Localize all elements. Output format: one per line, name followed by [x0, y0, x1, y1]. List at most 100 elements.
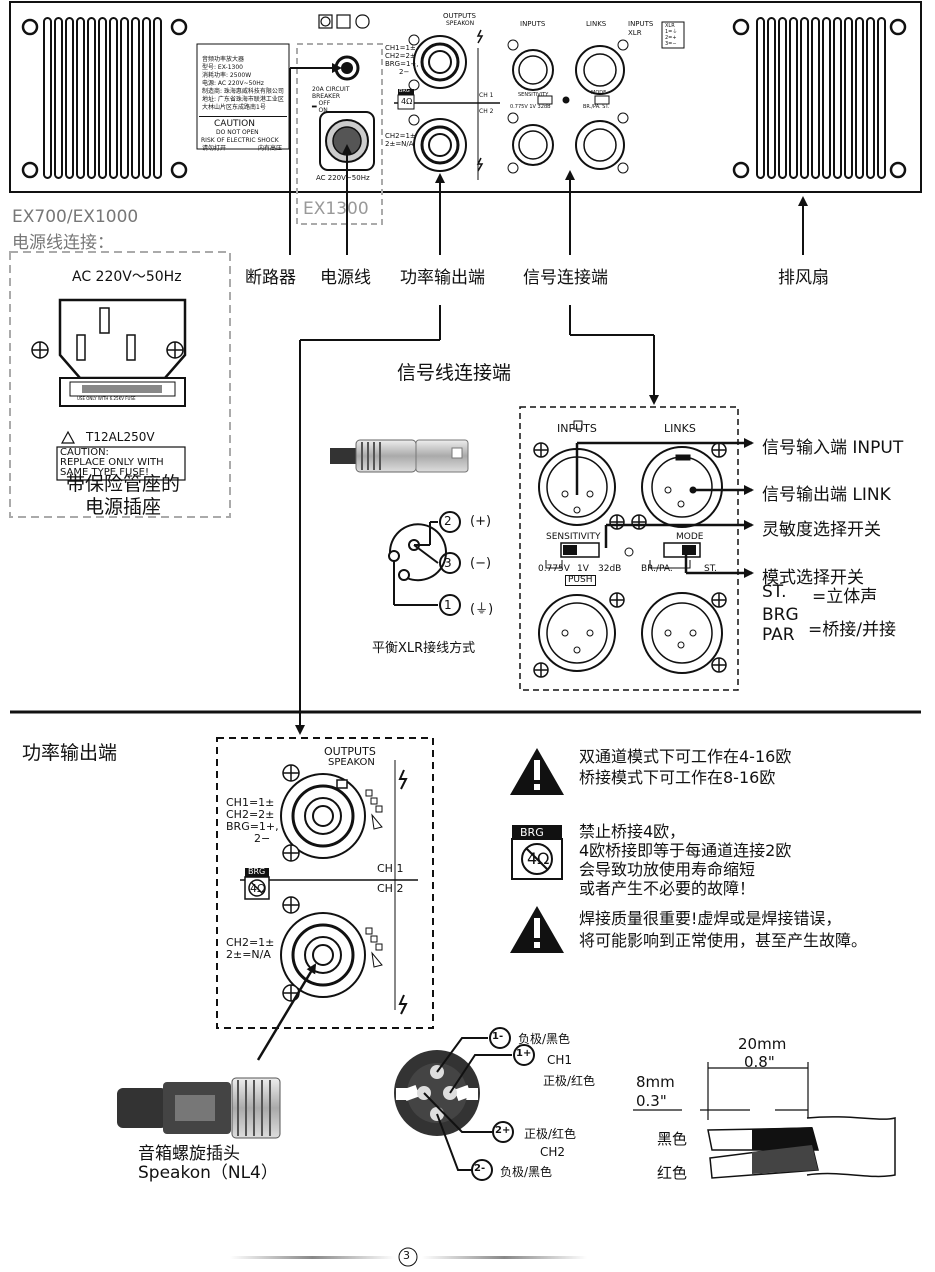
ps-ch2: CH 2	[377, 882, 404, 895]
model-ex1300: EX1300	[303, 199, 369, 219]
annot-st-val: =立体声	[812, 587, 878, 607]
ps-ch2-wiring: CH2=1±2±=N/A	[226, 936, 275, 961]
ac-label: AC 220V~50Hz	[316, 174, 370, 182]
wire-black: 黑色	[657, 1130, 688, 1148]
iec-socket	[58, 298, 187, 407]
xlr-pin-diagram	[388, 511, 461, 616]
warning-1: 双通道模式下可工作在4-16欧桥接模式下可工作在8-16欧	[579, 747, 792, 787]
nl4-ch1: CH1	[547, 1053, 573, 1067]
pin-2: 2	[444, 514, 452, 528]
brg-badge-label: BRG	[520, 826, 544, 839]
wire-08in: 0.8"	[744, 1053, 775, 1071]
nl4-pin-diagram	[394, 1050, 480, 1136]
nl4-m2-text: 负极/黑色	[500, 1165, 553, 1179]
panel-brg: BRG	[399, 88, 410, 94]
nl4-ch2: CH2	[540, 1145, 566, 1159]
panel-ch1-wiring: CH1=1±CH2=2± BRG=1+,2−	[385, 44, 419, 76]
callout-breaker: 断路器	[245, 268, 296, 288]
detail-sens-v3: 32dB	[598, 564, 622, 574]
pin-1: 1	[444, 598, 452, 612]
detail-mode-v2: ST.	[704, 564, 718, 574]
panel-ch1: CH 1	[479, 92, 494, 99]
ps-brg: BRG	[248, 867, 266, 876]
detail-push: PUSH	[565, 575, 596, 586]
wire-diagram	[633, 1062, 809, 1120]
warning-triangle-2	[510, 906, 564, 953]
panel-4ohm: 4Ω	[401, 97, 413, 106]
callout-power-out: 功率输出端	[400, 268, 485, 288]
panel-mode-values: BR./PA. ST.	[583, 104, 610, 110]
detail-sens-v1: 0.775V	[538, 564, 570, 574]
callout-fan: 排风扇	[778, 268, 829, 288]
detail-sensitivity: SENSITIVITY	[546, 532, 601, 542]
pin-1-label: (⏚)	[470, 602, 494, 617]
detail-sens-v2: 1V	[577, 564, 589, 574]
annot-brg-key: BRG	[762, 605, 799, 625]
wire-03in: 0.3"	[636, 1092, 667, 1110]
annot-brg-val: =桥接/并接	[808, 620, 896, 640]
caution-line2: RISK OF ELECTRIC SHOCK	[201, 137, 279, 144]
pin-3: 3	[444, 556, 452, 570]
panel-speakon-ch2	[408, 114, 467, 172]
nl4-p1: 1+	[516, 1048, 532, 1059]
nl4-p2-text: 正极/红色	[524, 1127, 577, 1141]
detail-mode: MODE	[676, 532, 704, 542]
fuse-caption: 带保险管座的电源插座	[65, 473, 180, 518]
warning-triangle-1	[510, 748, 564, 795]
power-detail-speakons	[280, 773, 366, 998]
nl4-m2: 2-	[474, 1163, 486, 1174]
annot-sens: 灵敏度选择开关	[762, 520, 881, 540]
ex-model: EX700/EX1000	[12, 207, 139, 227]
ps-speakon: SPEAKON	[328, 757, 375, 768]
panel-ch2-wiring: CH2=1±2±=N/A	[385, 132, 416, 148]
detail-mode-v1: BR./PA.	[641, 564, 673, 574]
ps-ch1-wiring: CH1=1±CH2=2± BRG=1+,2−	[226, 796, 279, 845]
caution-line1: DO NOT OPEN	[216, 129, 259, 136]
annot-link: 信号输出端 LINK	[762, 485, 891, 505]
nl4-m1: 1-	[492, 1031, 504, 1042]
annot-input: 信号输入端 INPUT	[762, 438, 904, 458]
safety-icons	[318, 14, 370, 29]
panel-links: LINKS	[586, 20, 607, 28]
caution-cn-left: 请勿打开	[202, 145, 227, 152]
signal-detail-connectors	[538, 420, 723, 674]
panel-ch2: CH 2	[479, 108, 494, 115]
callout-power-cord: 电源线	[320, 268, 371, 288]
panel-sensitivity: SENSITIVITY	[518, 92, 549, 98]
left-vent	[43, 17, 162, 179]
warning-3: 焊接质量很重要!虚焊或是焊接错误，将可能影响到正常使用，甚至产生故障。	[579, 909, 868, 950]
brg-badge-ohm: 4Ω	[527, 849, 550, 868]
nl4-p1-text: 正极/红色	[543, 1074, 596, 1088]
fuse-rating: T12AL250V	[86, 430, 155, 444]
page-number: 3	[403, 1249, 410, 1262]
wire-20mm: 20mm	[738, 1035, 787, 1053]
nl4-p2: 2+	[495, 1125, 511, 1136]
panel-inputs: INPUTS	[520, 20, 546, 28]
pin-2-label: (+)	[470, 514, 492, 529]
annot-st-key: ST.	[762, 582, 787, 602]
wire-red: 红色	[657, 1164, 688, 1182]
xlr-caption: 平衡XLR接线方式	[372, 641, 476, 656]
callout-signal-conn: 信号连接端	[523, 268, 608, 288]
ps-4ohm: 4Ω	[250, 882, 266, 895]
panel-sens-values: 0.775V 1V 32dB	[510, 104, 551, 110]
power-section-title: 功率输出端	[22, 742, 118, 764]
detail-inputs: INPUTS	[557, 422, 597, 435]
signal-section-title: 信号线连接端	[397, 362, 512, 384]
panel-speakon: SPEAKON	[446, 20, 475, 27]
panel-mode: MODE	[591, 90, 607, 96]
mounting-holes	[21, 18, 907, 179]
fuse-ac: AC 220V～50Hz	[72, 269, 182, 285]
panel-outputs: OUTPUTS	[443, 12, 476, 20]
caution-title: CAUTION	[214, 119, 255, 129]
ps-ch1: CH 1	[377, 862, 404, 875]
detail-links: LINKS	[664, 422, 696, 435]
xlr-plug-drawing	[330, 439, 469, 473]
wire-8mm: 8mm	[636, 1073, 675, 1091]
